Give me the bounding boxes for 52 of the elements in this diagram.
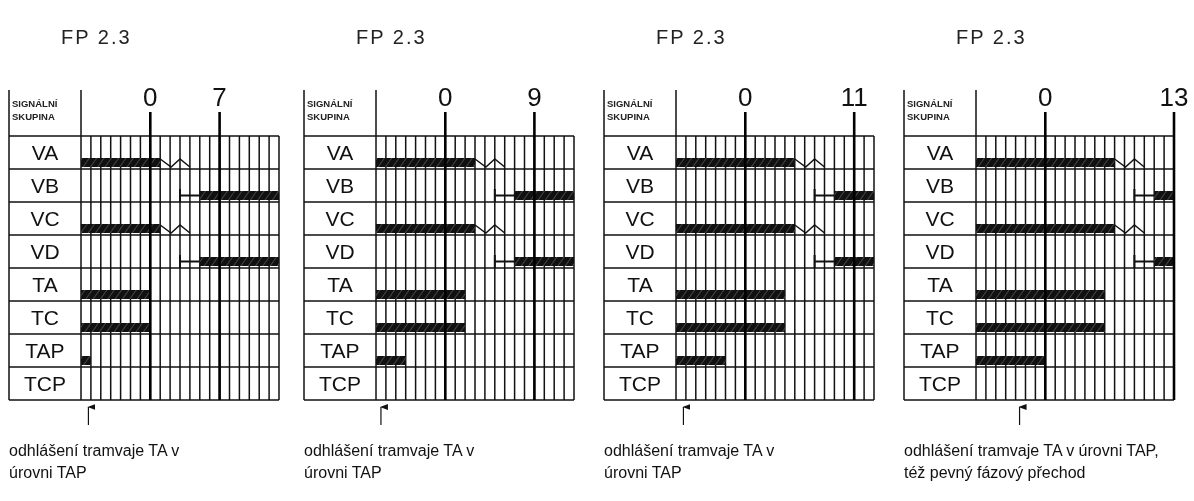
signal-group-label: VD bbox=[30, 241, 60, 262]
time-value: 9 bbox=[527, 84, 542, 110]
time-value: 0 bbox=[1038, 84, 1053, 110]
signal-group-label: TC bbox=[926, 307, 954, 328]
signal-group-label: TA bbox=[627, 274, 653, 295]
panel-title: FP 2.3 bbox=[956, 26, 1027, 49]
signal-group-label: TC bbox=[626, 307, 654, 328]
signal-group-label: VB bbox=[31, 175, 59, 196]
signal-group-label: TCP bbox=[919, 373, 961, 394]
panel-title: FP 2.3 bbox=[61, 26, 132, 49]
time-value: 13 bbox=[1159, 84, 1189, 110]
panel-title: FP 2.3 bbox=[356, 26, 427, 49]
signal-group-label: VB bbox=[326, 175, 354, 196]
signal-group-label: VA bbox=[926, 142, 954, 163]
signal-group-label: VD bbox=[325, 241, 355, 262]
signal-group-label: TAP bbox=[920, 340, 960, 361]
signal-group-label: TA bbox=[32, 274, 58, 295]
signal-group-label: VA bbox=[31, 142, 59, 163]
column-header: SIGNÁLNÍ SKUPINA bbox=[607, 98, 654, 124]
signal-group-label: TAP bbox=[620, 340, 660, 361]
signal-group-label: TAP bbox=[320, 340, 360, 361]
column-header: SIGNÁLNÍ SKUPINA bbox=[307, 98, 354, 124]
signal-group-label: VC bbox=[625, 208, 655, 229]
signal-group-label: VC bbox=[925, 208, 955, 229]
caption-text: odhlášení tramvaje TA v úrovni TAP bbox=[9, 441, 181, 483]
signal-group-label: TCP bbox=[319, 373, 361, 394]
column-header: SIGNÁLNÍ SKUPINA bbox=[907, 98, 954, 124]
signal-group-label: VC bbox=[325, 208, 355, 229]
caption-text: odhlášení tramvaje TA v úrovni TAP bbox=[604, 441, 776, 483]
caption-text: odhlášení tramvaje TA v úrovni TAP, též pevný fázový přechod bbox=[904, 441, 1160, 483]
signal-group-label: VD bbox=[925, 241, 955, 262]
signal-group-label: VA bbox=[626, 142, 654, 163]
time-value: 0 bbox=[438, 84, 453, 110]
signal-group-label: VA bbox=[326, 142, 354, 163]
time-value: 11 bbox=[840, 84, 868, 110]
signal-group-label: VD bbox=[625, 241, 655, 262]
signal-group-label: VB bbox=[626, 175, 654, 196]
signal-group-label: TA bbox=[927, 274, 953, 295]
signal-group-label: VC bbox=[30, 208, 60, 229]
signal-group-label: TAP bbox=[25, 340, 65, 361]
signal-group-label: TCP bbox=[619, 373, 661, 394]
signal-group-label: VB bbox=[926, 175, 954, 196]
signal-group-label: TCP bbox=[24, 373, 66, 394]
panel-title: FP 2.3 bbox=[656, 26, 727, 49]
caption-text: odhlášení tramvaje TA v úrovni TAP bbox=[304, 441, 476, 483]
time-value: 0 bbox=[143, 84, 158, 110]
signal-group-label: TC bbox=[31, 307, 59, 328]
time-value: 0 bbox=[738, 84, 753, 110]
time-value: 7 bbox=[212, 84, 227, 110]
signal-group-label: TA bbox=[327, 274, 353, 295]
signal-group-label: TC bbox=[326, 307, 354, 328]
column-header: SIGNÁLNÍ SKUPINA bbox=[12, 98, 59, 124]
